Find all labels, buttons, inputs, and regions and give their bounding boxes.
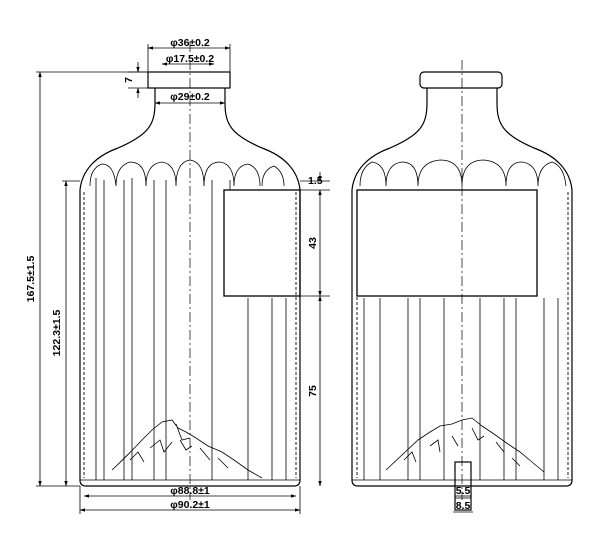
dim-punt-outer: 8.5 [456,500,471,512]
bottle-finish [147,71,231,89]
dimension-labels: φ36±0.2 φ17.5±0.2 φ29±0.2 7 167.5±1.5 12… [25,37,470,512]
inner-wall [83,192,297,478]
bottle-finish-right [419,71,503,89]
dim-mouth-inner: φ17.5±0.2 [166,53,214,65]
dim-shoulder-height: 122.3±1.5 [51,310,63,357]
dim-base-ring: φ88.8±1 [170,485,210,497]
front-view [79,42,301,500]
dim-label-height: 43 [307,237,319,249]
shoulder-flutes-right [359,159,567,187]
dim-label-gap: 1.5 [308,175,323,187]
inner-wall-right [356,192,569,478]
dim-body: φ90.2±1 [170,499,210,511]
mountain-motif-right [385,417,545,473]
bottle-outline-right [351,88,573,487]
mountain-motif [111,419,263,479]
dim-total-height: 167.5±1.5 [25,256,37,303]
punt-detail [454,461,472,511]
dim-finish-height: 7 [123,77,135,83]
dim-label-bottom: 75 [307,385,319,397]
body-flutes [95,178,287,480]
label-panel-right [356,189,538,297]
dim-neck: φ29±0.2 [170,91,210,103]
bottle-outline-left [79,88,301,487]
shoulder-flutes [89,159,285,187]
body-flutes-right [363,298,559,480]
side-view [351,60,573,511]
label-panel [223,189,301,297]
dim-mouth-outer: φ36±0.2 [170,37,210,49]
dim-punt-width: 5.5 [456,485,471,497]
dimension-lines [36,44,473,514]
